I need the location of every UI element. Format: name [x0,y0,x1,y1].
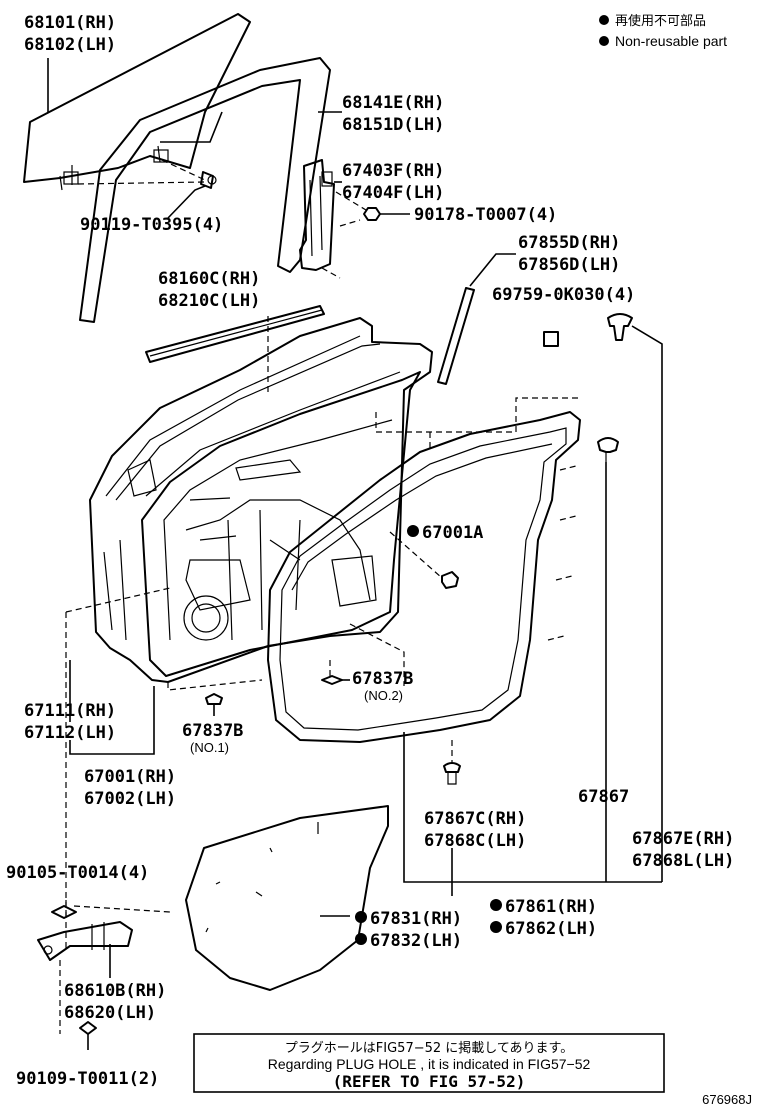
label-check-lh: 68620(LH) [64,1003,156,1023]
non-reusable-dot-icon [599,36,609,46]
label-glass-rh: 68101(RH) [24,13,116,33]
label-belt-lh: 67856D(LH) [518,255,620,275]
non-reusable-dot-icon [490,921,502,933]
label-strip-rh: 67861(RH) [505,897,597,917]
note-box [193,1033,665,1093]
label-clip-e-rh: 67867E(RH) [632,829,734,849]
hole-plug-no2-drawing [321,675,343,685]
door-glass-drawing [23,13,251,191]
part-labels: 68101(RH) 68102(LH) 90119-T0395(4) 68141… [6,13,752,1107]
legend-japanese: 再使用不可部品 [615,13,706,29]
label-clip-a: 69759-0K030(4) [492,285,635,305]
label-run-lh: 68151D(LH) [342,115,444,135]
hole-plug-no1-drawing [205,693,223,705]
label-weather-lh: 68210C(LH) [158,291,260,311]
non-reusable-dot-icon [407,525,419,537]
service-hole-cover-drawing [185,805,389,991]
clip-69759-drawing [543,313,633,347]
diagram-id: 676968J [702,1092,752,1107]
bolt-90119-drawing [200,171,217,189]
nut-drawing [363,207,381,221]
non-reusable-dot-icon [355,911,367,923]
label-clip-c-rh: 67867C(RH) [424,809,526,829]
non-reusable-dot-icon [490,899,502,911]
door-shell-drawing [89,317,433,683]
label-no1: (NO.1) [190,740,229,755]
label-door-rh: 67001(RH) [84,767,176,787]
label-seal-lh: 67832(LH) [370,931,462,951]
label-belt-rh: 67855D(RH) [518,233,620,253]
label-check-rh: 68610B(RH) [64,981,166,1001]
note-japanese: プラグホールはFIG57−52 に掲載してあります。 [285,1040,573,1056]
label-glass-lh: 68102(LH) [24,35,116,55]
non-reusable-dot-icon [599,15,609,25]
label-plug-a: 67001A [422,523,483,543]
label-channel-lh: 67404F(LH) [342,183,444,203]
door-weatherstrip-drawing [267,411,581,743]
label-door-lh: 67002(LH) [84,789,176,809]
label-weather-rh: 68160C(RH) [158,269,260,289]
door-check-drawing [37,905,133,961]
belt-molding-drawing [437,287,475,385]
label-no2: (NO.2) [364,688,403,703]
weatherstrip-drawing [145,305,325,363]
plug-67001a-drawing [441,571,459,589]
glass-run-drawing [79,57,331,323]
division-bar-drawing [299,159,335,271]
note-english: Regarding PLUG HOLE , it is indicated in… [268,1056,591,1072]
bolt-90109-drawing [79,1021,97,1035]
legend: 再使用不可部品 Non-reusable part [599,13,727,49]
label-hole-plug-no2: 67837B [352,669,413,689]
label-strip-lh: 67862(LH) [505,919,597,939]
label-clip-c-lh: 67868C(LH) [424,831,526,851]
non-reusable-dot-icon [355,933,367,945]
label-hole-plug-no1: 67837B [182,721,243,741]
label-bolt-a: 90119-T0395(4) [80,215,223,235]
label-channel-rh: 67403F(RH) [342,161,444,181]
note-refer: (REFER TO FIG 57-52) [333,1072,526,1091]
label-outer-lh: 67112(LH) [24,723,116,743]
label-bolt-c: 90109-T0011(2) [16,1069,159,1089]
legend-english: Non-reusable part [615,33,727,49]
label-run-rh: 68141E(RH) [342,93,444,113]
clip-67867c-drawing [443,762,461,785]
label-clip-67867: 67867 [578,787,629,807]
label-nut: 90178-T0007(4) [414,205,557,225]
label-clip-e-lh: 67868L(LH) [632,851,734,871]
label-outer-rh: 67111(RH) [24,701,116,721]
label-bolt-b: 90105-T0014(4) [6,863,149,883]
clip-67867-drawing [597,437,619,462]
label-seal-rh: 67831(RH) [370,909,462,929]
